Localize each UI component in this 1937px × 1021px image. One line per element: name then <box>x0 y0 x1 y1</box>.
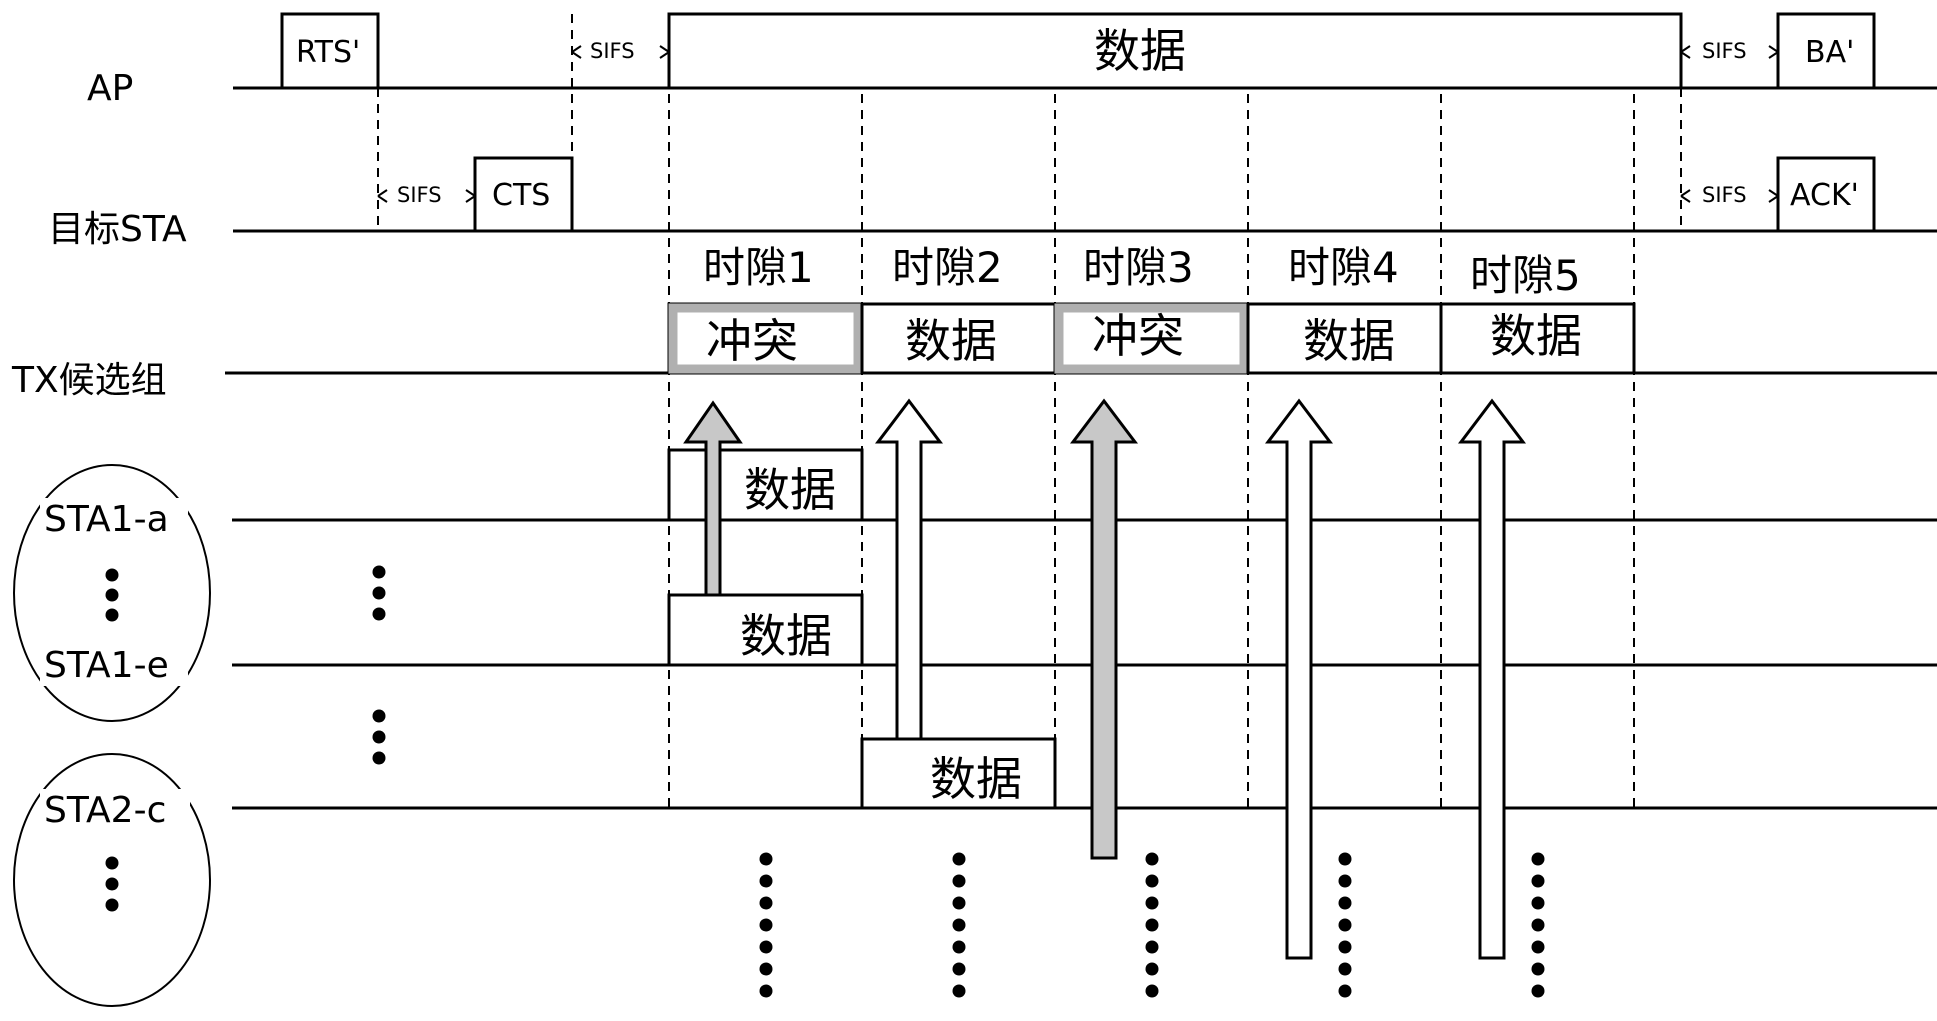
slot-boundaries <box>377 14 1682 808</box>
ap-label: AP <box>87 68 133 109</box>
tx-cell-5-label: 数据 <box>1490 309 1582 363</box>
sifs-label: SIFS <box>397 183 442 207</box>
rts-label: RTS' <box>296 35 360 70</box>
sta1e-data-frame <box>667 593 864 667</box>
slot-4-label: 时隙4 <box>1288 243 1399 292</box>
ellipsis-dots <box>105 565 386 912</box>
slot-5-label: 时隙5 <box>1470 251 1581 300</box>
tx-cell-3 <box>1053 302 1250 375</box>
tx-arrow-slot2 <box>874 398 944 741</box>
ack-label: ACK' <box>1790 178 1859 213</box>
sta1e-label-bg <box>40 644 188 686</box>
tx-group-label: TX候选组 <box>11 360 167 401</box>
sta1e-data-label: 数据 <box>740 609 832 663</box>
collision-shade-3 <box>1054 303 1249 374</box>
sta-group-2-ellipse <box>13 753 211 1007</box>
sifs-ap-ba: SIFS <box>1680 39 1779 63</box>
slot-2-label: 时隙2 <box>892 243 1003 292</box>
collision-arrow-slot1 <box>683 400 743 597</box>
tx-cell-3-label: 冲突 <box>1092 309 1184 363</box>
cts-label: CTS <box>492 178 550 213</box>
tx-arrow-slot5 <box>1457 398 1527 960</box>
tx-cell-1-label: 冲突 <box>706 314 798 368</box>
tx-arrow-slot4 <box>1264 398 1334 960</box>
sifs-label: SIFS <box>590 39 635 63</box>
ap-data-label: 数据 <box>1094 24 1186 78</box>
slot-column-dots <box>759 852 1545 998</box>
tx-cell-4-label: 数据 <box>1303 314 1395 368</box>
sta1a-label-bg <box>40 498 188 540</box>
tx-cell-2 <box>860 302 1057 375</box>
sta1e-label: STA1-e <box>44 645 169 686</box>
target-sta-label: 目标STA <box>48 209 187 250</box>
slot-1-label: 时隙1 <box>703 243 814 292</box>
collision-shade-1 <box>668 303 863 374</box>
sifs-cts: SIFS <box>377 183 476 207</box>
sta2c-label-bg <box>40 789 190 831</box>
sifs-ap-data: SIFS <box>571 39 670 63</box>
sta2c-data-label: 数据 <box>930 752 1022 806</box>
sta2c-label-bg <box>925 745 1051 804</box>
sifs-ack: SIFS <box>1680 183 1779 207</box>
sta2c-label: STA2-c <box>44 790 166 831</box>
cts-frame <box>473 156 574 233</box>
tx-cell-5 <box>1439 302 1636 375</box>
sifs-label: SIFS <box>1702 39 1747 63</box>
sta-group-1-ellipse <box>13 464 211 722</box>
ba-label: BA' <box>1805 35 1854 70</box>
ack-frame <box>1776 156 1876 233</box>
sta1a-label-bg <box>740 456 858 516</box>
sta1a-label: STA1-a <box>44 499 169 540</box>
sifs-label: SIFS <box>1702 183 1747 207</box>
rts-frame <box>280 12 380 90</box>
tx-cell-2-label: 数据 <box>905 314 997 368</box>
slot-3-label: 时隙3 <box>1083 243 1194 292</box>
collision-arrow-slot3 <box>1069 398 1139 860</box>
sta1a-data-label: 数据 <box>744 463 836 517</box>
